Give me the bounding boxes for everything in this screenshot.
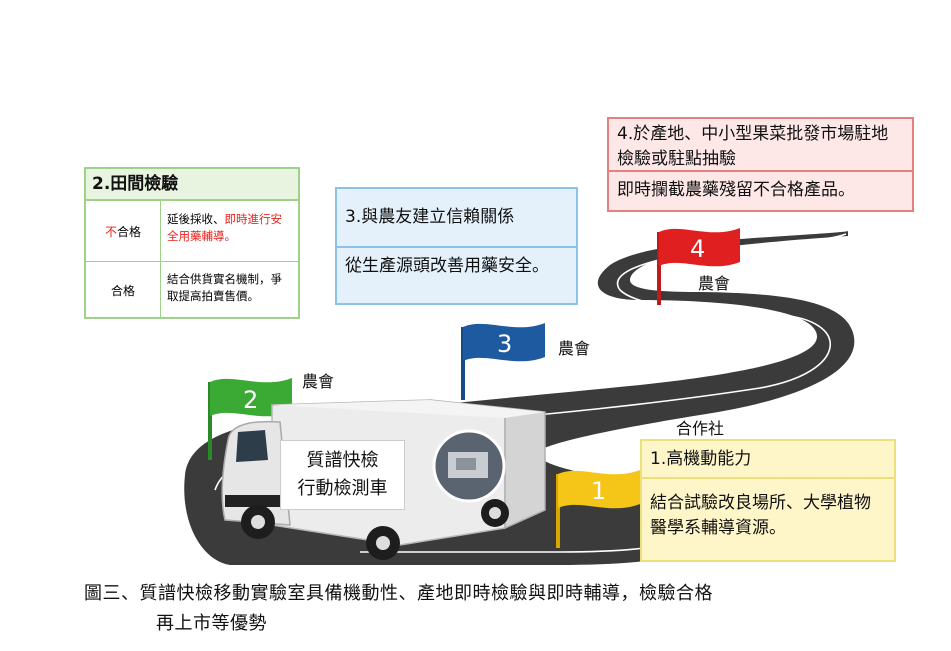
- flag-2-number: 2: [243, 386, 258, 414]
- market-inspection-description: 即時攔截農藥殘留不合格產品。: [617, 180, 855, 200]
- caption-line2: 再上市等優勢: [156, 613, 267, 634]
- trust-box: 3.與農友建立信賴關係 從生產源頭改善用藥安全。: [335, 187, 578, 305]
- table-row-pass: 合格 結合供貨實名機制，爭取提高拍賣售價。: [86, 262, 298, 318]
- pass-label: 合格: [86, 262, 161, 318]
- trust-description: 從生產源頭改善用藥安全。: [345, 256, 549, 276]
- figure-caption: 圖三、質譜快檢移動實驗室具備機動性、產地即時檢驗與即時輔導，檢驗合格 再上市等優…: [84, 579, 934, 639]
- flag-1-number: 1: [591, 477, 606, 505]
- mobility-box: 1.高機動能力 結合試驗改良場所、大學植物醫學系輔導資源。: [640, 439, 896, 562]
- market-inspection-title: 4.於產地、中小型果菜批發市場駐地檢驗或駐點抽驗: [609, 119, 912, 172]
- farmers-association-label-4: 農會: [698, 274, 731, 293]
- flag-1: 1: [556, 470, 640, 548]
- table-row-fail: 不合格 延後採收、即時進行安全用藥輔導。: [86, 201, 298, 262]
- cooperative-label: 合作社: [676, 419, 725, 438]
- flag-3-number: 3: [497, 330, 512, 358]
- truck-label-line2: 行動檢測車: [297, 478, 388, 499]
- pass-description: 結合供貨實名機制，爭取提高拍賣售價。: [167, 272, 282, 303]
- flag-3: 3: [461, 323, 545, 400]
- truck-label-line1: 質譜快檢: [306, 450, 379, 471]
- truck-label: 質譜快檢 行動檢測車: [280, 440, 405, 510]
- flag-4: 4: [657, 228, 740, 305]
- mobility-description: 結合試驗改良場所、大學植物醫學系輔導資源。: [650, 493, 871, 538]
- trust-title: 3.與農友建立信賴關係: [337, 189, 576, 248]
- market-inspection-box: 4.於產地、中小型果菜批發市場駐地檢驗或駐點抽驗 即時攔截農藥殘留不合格產品。: [607, 117, 914, 212]
- fail-description: 延後採收、即時進行安全用藥輔導。: [167, 212, 282, 243]
- field-inspection-box: 2.田間檢驗 不合格 延後採收、即時進行安全用藥輔導。 合格 結合供貨實名機制，…: [84, 167, 300, 319]
- fail-label: 不合格: [86, 201, 161, 261]
- mobility-title: 1.高機動能力: [642, 441, 894, 479]
- caption-line1: 圖三、質譜快檢移動實驗室具備機動性、產地即時檢驗與即時輔導，檢驗合格: [84, 583, 713, 604]
- flag-4-number: 4: [690, 235, 705, 263]
- farmers-association-label-3: 農會: [558, 339, 591, 358]
- farmers-association-label-2: 農會: [302, 372, 335, 391]
- field-inspection-title: 2.田間檢驗: [86, 169, 298, 201]
